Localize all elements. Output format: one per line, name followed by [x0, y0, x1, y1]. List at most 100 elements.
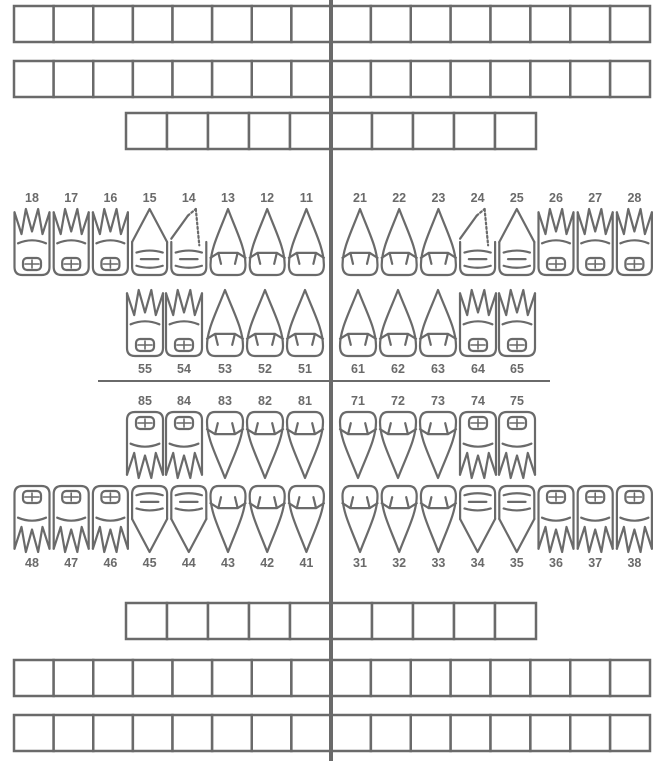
tooth-47[interactable]: [54, 486, 89, 552]
box-row-1-cell[interactable]: [491, 6, 531, 42]
box-row-4-cell[interactable]: [413, 603, 454, 639]
tooth-83[interactable]: [207, 412, 243, 478]
box-row-5-cell[interactable]: [54, 660, 94, 696]
box-row-1-cell[interactable]: [14, 6, 54, 42]
box-row-2-cell[interactable]: [371, 61, 411, 97]
tooth-18[interactable]: [15, 209, 50, 275]
box-row-3-cell[interactable]: [126, 113, 167, 149]
box-row-1-cell[interactable]: [212, 6, 252, 42]
box-row-3-cell[interactable]: [249, 113, 290, 149]
tooth-64[interactable]: [460, 290, 496, 356]
tooth-48[interactable]: [15, 486, 50, 552]
tooth-13[interactable]: [211, 209, 246, 275]
box-row-6-cell[interactable]: [331, 715, 371, 751]
box-row-2-cell[interactable]: [212, 61, 252, 97]
tooth-51[interactable]: [287, 290, 323, 356]
tooth-31[interactable]: [343, 486, 378, 552]
box-row-5-cell[interactable]: [173, 660, 213, 696]
box-row-6-cell[interactable]: [252, 715, 292, 751]
tooth-55[interactable]: [127, 290, 163, 356]
tooth-28[interactable]: [617, 209, 652, 275]
box-row-6-cell[interactable]: [610, 715, 650, 751]
box-row-6-cell[interactable]: [491, 715, 531, 751]
tooth-38[interactable]: [617, 486, 652, 552]
box-row-3-cell[interactable]: [372, 113, 413, 149]
tooth-21[interactable]: [343, 209, 378, 275]
tooth-26[interactable]: [539, 209, 574, 275]
box-row-5-cell[interactable]: [252, 660, 292, 696]
box-row-2-cell[interactable]: [93, 61, 133, 97]
box-row-2-cell[interactable]: [610, 61, 650, 97]
box-row-1-cell[interactable]: [133, 6, 173, 42]
box-row-5-cell[interactable]: [212, 660, 252, 696]
box-row-4-cell[interactable]: [249, 603, 290, 639]
tooth-63[interactable]: [420, 290, 456, 356]
box-row-1-cell[interactable]: [93, 6, 133, 42]
box-row-1-cell[interactable]: [173, 6, 213, 42]
tooth-85[interactable]: [127, 412, 163, 478]
box-row-4-cell[interactable]: [331, 603, 372, 639]
box-row-5-cell[interactable]: [93, 660, 133, 696]
tooth-15[interactable]: [132, 209, 167, 275]
tooth-27[interactable]: [578, 209, 613, 275]
tooth-23[interactable]: [421, 209, 456, 275]
box-row-3-cell[interactable]: [331, 113, 372, 149]
tooth-61[interactable]: [340, 290, 376, 356]
box-row-2-cell[interactable]: [411, 61, 451, 97]
box-row-5-cell[interactable]: [411, 660, 451, 696]
tooth-14[interactable]: [171, 209, 206, 275]
box-row-4-cell[interactable]: [290, 603, 331, 639]
box-row-5-cell[interactable]: [291, 660, 331, 696]
tooth-62[interactable]: [380, 290, 416, 356]
box-row-5-cell[interactable]: [610, 660, 650, 696]
box-row-4-cell[interactable]: [167, 603, 208, 639]
box-row-3-cell[interactable]: [454, 113, 495, 149]
box-row-5-cell[interactable]: [371, 660, 411, 696]
box-row-5-cell[interactable]: [331, 660, 371, 696]
tooth-33[interactable]: [421, 486, 456, 552]
tooth-74[interactable]: [460, 412, 496, 478]
tooth-41[interactable]: [289, 486, 324, 552]
tooth-73[interactable]: [420, 412, 456, 478]
box-row-1-cell[interactable]: [610, 6, 650, 42]
box-row-1-cell[interactable]: [54, 6, 94, 42]
box-row-3-cell[interactable]: [290, 113, 331, 149]
tooth-25[interactable]: [499, 209, 534, 275]
tooth-75[interactable]: [499, 412, 535, 478]
tooth-42[interactable]: [250, 486, 285, 552]
box-row-6-cell[interactable]: [14, 715, 54, 751]
tooth-43[interactable]: [211, 486, 246, 552]
box-row-2-cell[interactable]: [173, 61, 213, 97]
tooth-22[interactable]: [382, 209, 417, 275]
tooth-81[interactable]: [287, 412, 323, 478]
box-row-6-cell[interactable]: [451, 715, 491, 751]
box-row-3-cell[interactable]: [208, 113, 249, 149]
tooth-46[interactable]: [93, 486, 128, 552]
box-row-2-cell[interactable]: [133, 61, 173, 97]
tooth-32[interactable]: [382, 486, 417, 552]
tooth-54[interactable]: [166, 290, 202, 356]
tooth-12[interactable]: [250, 209, 285, 275]
tooth-16[interactable]: [93, 209, 128, 275]
box-row-1-cell[interactable]: [371, 6, 411, 42]
box-row-6-cell[interactable]: [570, 715, 610, 751]
box-row-6-cell[interactable]: [212, 715, 252, 751]
box-row-5-cell[interactable]: [491, 660, 531, 696]
box-row-2-cell[interactable]: [291, 61, 331, 97]
tooth-71[interactable]: [340, 412, 376, 478]
tooth-11[interactable]: [289, 209, 324, 275]
box-row-1-cell[interactable]: [411, 6, 451, 42]
box-row-2-cell[interactable]: [491, 61, 531, 97]
box-row-6-cell[interactable]: [530, 715, 570, 751]
box-row-5-cell[interactable]: [14, 660, 54, 696]
box-row-1-cell[interactable]: [530, 6, 570, 42]
box-row-4-cell[interactable]: [208, 603, 249, 639]
tooth-82[interactable]: [247, 412, 283, 478]
box-row-1-cell[interactable]: [570, 6, 610, 42]
tooth-17[interactable]: [54, 209, 89, 275]
box-row-4-cell[interactable]: [126, 603, 167, 639]
box-row-4-cell[interactable]: [454, 603, 495, 639]
box-row-6-cell[interactable]: [54, 715, 94, 751]
box-row-2-cell[interactable]: [331, 61, 371, 97]
box-row-5-cell[interactable]: [530, 660, 570, 696]
